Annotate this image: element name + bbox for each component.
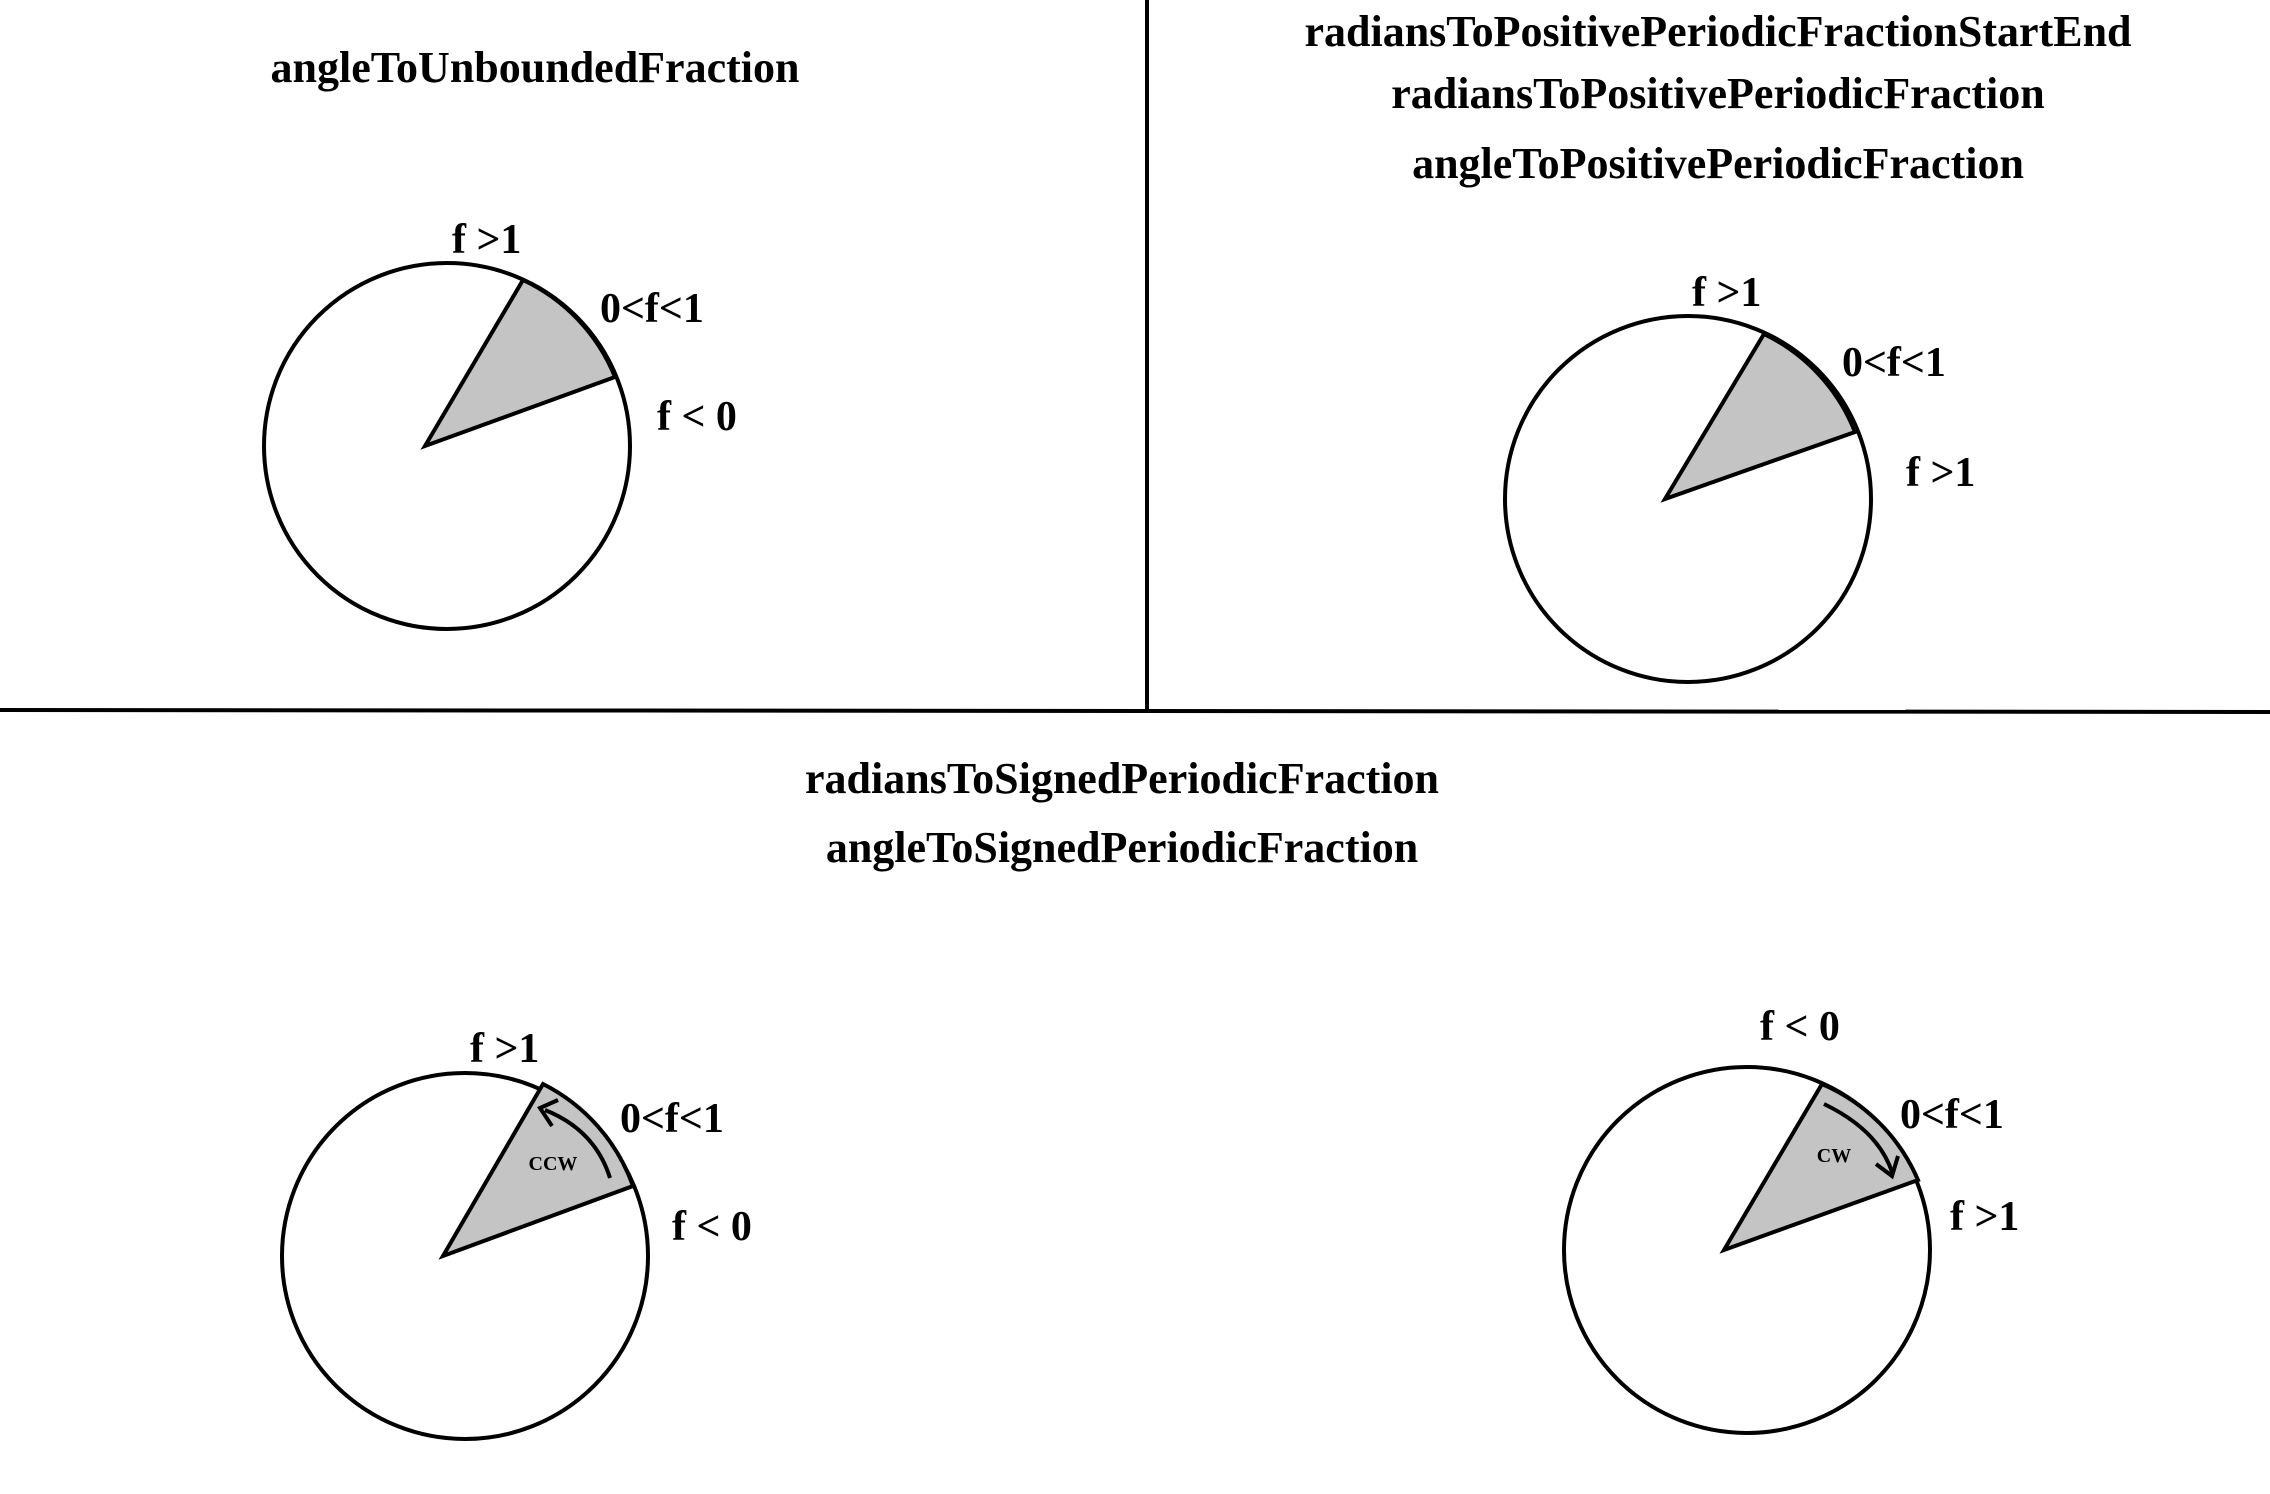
label-lower: f >1 [1950, 1194, 2019, 1240]
ccw-arrowhead-icon [537, 1098, 559, 1128]
label-upper: f >1 [470, 1026, 539, 1072]
circle-cw: CW f < 0 0<f<1 f >1 [1562, 1004, 2019, 1435]
fraction-wedge [438, 1081, 636, 1260]
panel-title-1: radiansToSignedPeriodicFraction [805, 754, 1439, 803]
direction-label: CW [1817, 1145, 1851, 1167]
ccw-arrow-icon [544, 1108, 612, 1179]
label-wedge: 0<f<1 [1900, 1092, 2004, 1138]
cw-arrow-icon [1823, 1102, 1894, 1173]
label-wedge: 0<f<1 [620, 1096, 724, 1142]
label-lower: f >1 [1906, 450, 1975, 496]
horizontal-divider [0, 708, 2270, 714]
panel-bottom: radiansToSignedPeriodicFraction angleToS… [280, 754, 2019, 1441]
panel-title-1: radiansToPositivePeriodicFractionStartEn… [1304, 7, 2131, 56]
label-upper: f >1 [452, 217, 521, 263]
fraction-wedge [420, 277, 618, 450]
circle-ccw: CCW f >1 0<f<1 f < 0 [280, 1026, 752, 1441]
fraction-wedge [1719, 1081, 1921, 1254]
fraction-wedge [1660, 331, 1858, 503]
panel-title-2: radiansToPositivePeriodicFraction [1391, 69, 2044, 118]
label-wedge: 0<f<1 [600, 286, 704, 332]
panel-title: angleToUnboundedFraction [271, 43, 800, 92]
label-upper: f >1 [1692, 270, 1761, 316]
panel-top-right: radiansToPositivePeriodicFractionStartEn… [1304, 7, 2132, 684]
direction-label: CCW [529, 1153, 578, 1175]
label-wedge: 0<f<1 [1842, 340, 1946, 386]
panel-title-3: angleToPositivePeriodicFraction [1412, 139, 2024, 188]
panel-top-left: angleToUnboundedFraction f >1 0<f<1 f < … [262, 43, 800, 631]
cw-arrowhead-icon [1874, 1155, 1900, 1180]
label-lower: f < 0 [672, 1204, 752, 1250]
label-upper: f < 0 [1760, 1004, 1840, 1050]
label-lower: f < 0 [657, 394, 737, 440]
panel-title-2: angleToSignedPeriodicFraction [826, 823, 1418, 872]
